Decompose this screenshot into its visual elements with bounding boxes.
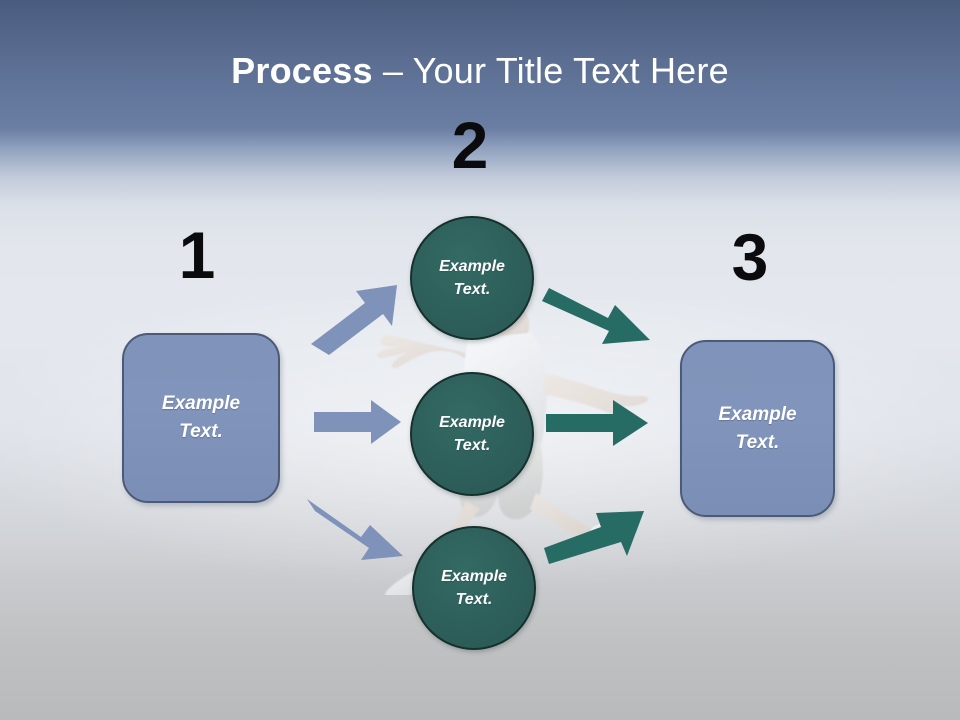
step-number-1: 1 [178,218,216,292]
right-process-box-text: Example Text. [718,401,796,456]
arrow-left-to-middle-circle[interactable] [314,400,401,444]
bottom-circle-line-2: Text. [455,591,493,608]
arrow-middle-circle-to-right[interactable] [546,400,648,446]
arrow-left-to-top-circle[interactable] [311,285,397,355]
page-title-strong: Process [231,50,373,91]
middle-circle-line-2: Text. [453,437,491,454]
page-title-light: – Your Title Text Here [372,50,729,91]
page-title: Process – Your Title Text Here [0,50,960,92]
bottom-process-circle[interactable]: Example Text. [412,526,536,650]
arrow-bottom-circle-to-right[interactable] [544,511,644,564]
top-circle-line-1: Example [439,257,505,275]
arrow-left-to-bottom-circle[interactable] [307,499,403,560]
right-box-line-1: Example [718,403,797,425]
right-process-box[interactable]: Example Text. [680,340,835,517]
left-box-line-1: Example [161,393,241,415]
left-box-line-2: Text. [179,421,223,442]
top-circle-line-2: Text. [453,281,491,298]
middle-circle-text: Example Text. [439,411,505,457]
middle-circle-line-1: Example [439,413,505,431]
step-number-3: 3 [731,220,769,294]
left-process-box[interactable]: Example Text. [122,333,280,503]
middle-process-circle[interactable]: Example Text. [410,372,534,496]
top-process-circle[interactable]: Example Text. [410,216,534,340]
bottom-circle-text: Example Text. [441,565,507,611]
left-process-box-text: Example Text. [162,390,240,445]
right-box-line-2: Text. [735,431,780,453]
bottom-circle-line-1: Example [441,567,507,585]
top-circle-text: Example Text. [439,255,505,301]
arrow-top-circle-to-right[interactable] [542,288,650,344]
step-number-2: 2 [451,108,489,182]
